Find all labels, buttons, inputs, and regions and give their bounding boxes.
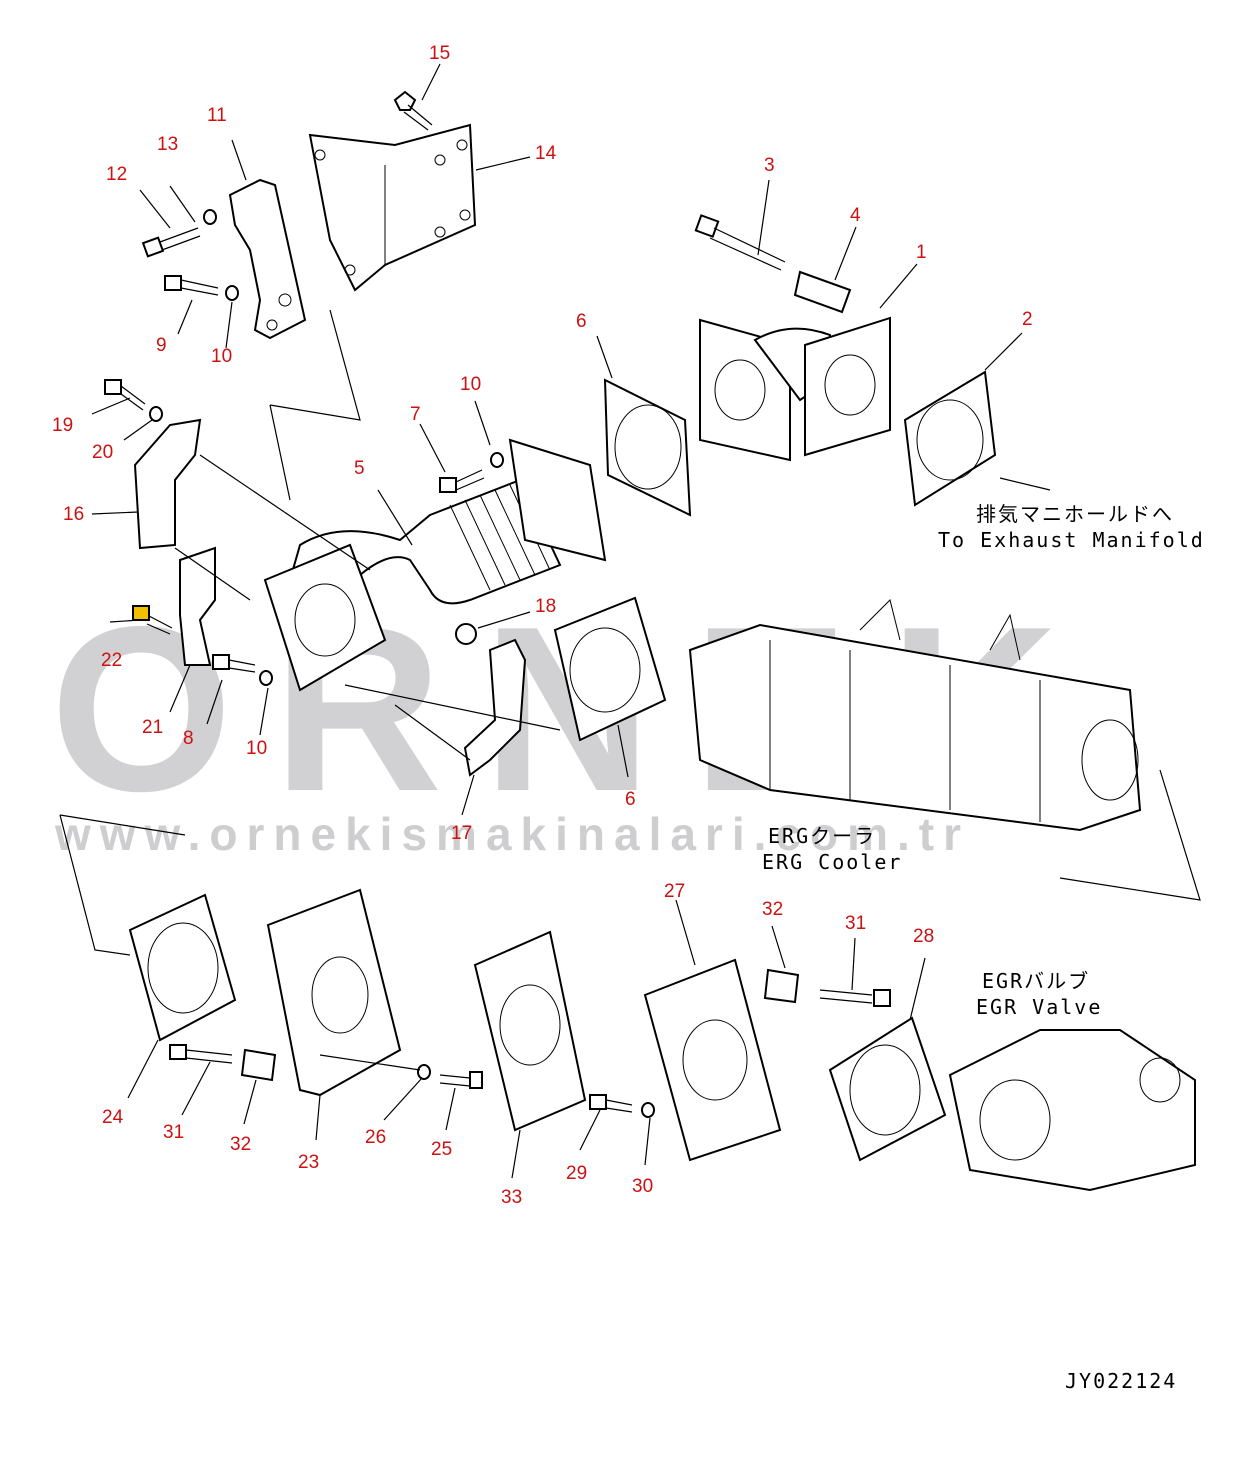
lower-bolts <box>169 968 891 1118</box>
part-label[interactable]: 11 <box>207 105 227 126</box>
caption-exhaust-en: To Exhaust Manifold <box>938 528 1205 552</box>
part-label[interactable]: 29 <box>566 1163 587 1184</box>
part-label[interactable]: 32 <box>762 899 783 920</box>
drawing-id: JY022124 <box>1065 1369 1177 1393</box>
small-bolts <box>104 379 504 686</box>
caption-valve-jp: EGRバルブ <box>982 969 1090 993</box>
caption-cooler-jp: ERGクーラ <box>768 824 876 848</box>
part-label[interactable]: 28 <box>913 926 934 947</box>
gasket-6-lower <box>553 596 667 742</box>
bolt-12 <box>141 209 217 258</box>
part-label[interactable]: 12 <box>106 164 127 185</box>
part-label[interactable]: 2 <box>1022 309 1033 330</box>
elbow-flange <box>699 316 891 462</box>
egr-cooler <box>688 599 1142 832</box>
leader-lines <box>59 63 1201 1179</box>
bolt-9 <box>164 275 239 301</box>
part-label[interactable]: 6 <box>625 789 636 810</box>
part-label[interactable]: 9 <box>156 335 167 356</box>
part-label[interactable]: 15 <box>429 43 450 64</box>
clamp-17 <box>463 638 527 777</box>
caption-cooler-en: ERG Cooler <box>762 850 902 874</box>
part-label[interactable]: 1 <box>916 242 927 263</box>
part-label[interactable]: 24 <box>102 1107 124 1128</box>
part-label[interactable]: 8 <box>183 728 194 749</box>
part-labels: 1 2 3 4 5 6 6 7 8 9 10 10 10 11 12 13 14… <box>52 43 1033 1208</box>
gasket-28 <box>828 1016 947 1162</box>
gasket-2 <box>903 370 997 507</box>
part-label[interactable]: 19 <box>52 415 73 436</box>
caption-exhaust-jp: 排気マニホールドへ <box>976 502 1174 526</box>
pipe-bellows <box>263 438 607 692</box>
part-label[interactable]: 3 <box>764 155 775 176</box>
part-label[interactable]: 17 <box>451 823 472 844</box>
part-label[interactable]: 13 <box>157 134 178 155</box>
part-label[interactable]: 5 <box>354 458 365 479</box>
plate-27 <box>643 958 782 1162</box>
watermark-url: www.ornekismakinalari.com.tr <box>54 808 970 860</box>
part-label[interactable]: 22 <box>101 650 122 671</box>
bracket-plate <box>308 123 477 292</box>
part-label[interactable]: 20 <box>92 442 113 463</box>
part-label[interactable]: 21 <box>142 717 163 738</box>
gasket-24 <box>128 893 237 1042</box>
bolt-15 <box>393 90 433 131</box>
part-label[interactable]: 27 <box>664 881 685 902</box>
clamp-16 <box>133 418 202 550</box>
gasket-6-upper <box>603 378 692 517</box>
part-label[interactable]: 10 <box>211 346 232 367</box>
part-label[interactable]: 26 <box>365 1127 386 1148</box>
part-label[interactable]: 18 <box>535 596 556 617</box>
part-label[interactable]: 16 <box>63 504 84 525</box>
part-label[interactable]: 32 <box>230 1134 251 1155</box>
egr-valve <box>948 1029 1196 1192</box>
plate-23 <box>266 888 402 1097</box>
bracket-21 <box>179 546 216 666</box>
part-label[interactable]: 25 <box>431 1139 452 1160</box>
part-label[interactable]: 7 <box>410 404 421 425</box>
part-label[interactable]: 30 <box>632 1176 653 1197</box>
part-label[interactable]: 31 <box>845 913 866 934</box>
part-label[interactable]: 14 <box>535 143 557 164</box>
part-label[interactable]: 6 <box>576 311 587 332</box>
part-label[interactable]: 33 <box>501 1187 522 1208</box>
part-label[interactable]: 23 <box>298 1152 319 1173</box>
part-label[interactable]: 10 <box>460 374 481 395</box>
bolt-3 <box>694 214 852 314</box>
caption-valve-en: EGR Valve <box>976 995 1102 1019</box>
part-label[interactable]: 31 <box>163 1122 184 1143</box>
part-label[interactable]: 4 <box>850 205 861 226</box>
clamp-upper <box>228 178 307 340</box>
gasket-33 <box>473 930 587 1132</box>
part-label[interactable]: 10 <box>246 738 267 759</box>
